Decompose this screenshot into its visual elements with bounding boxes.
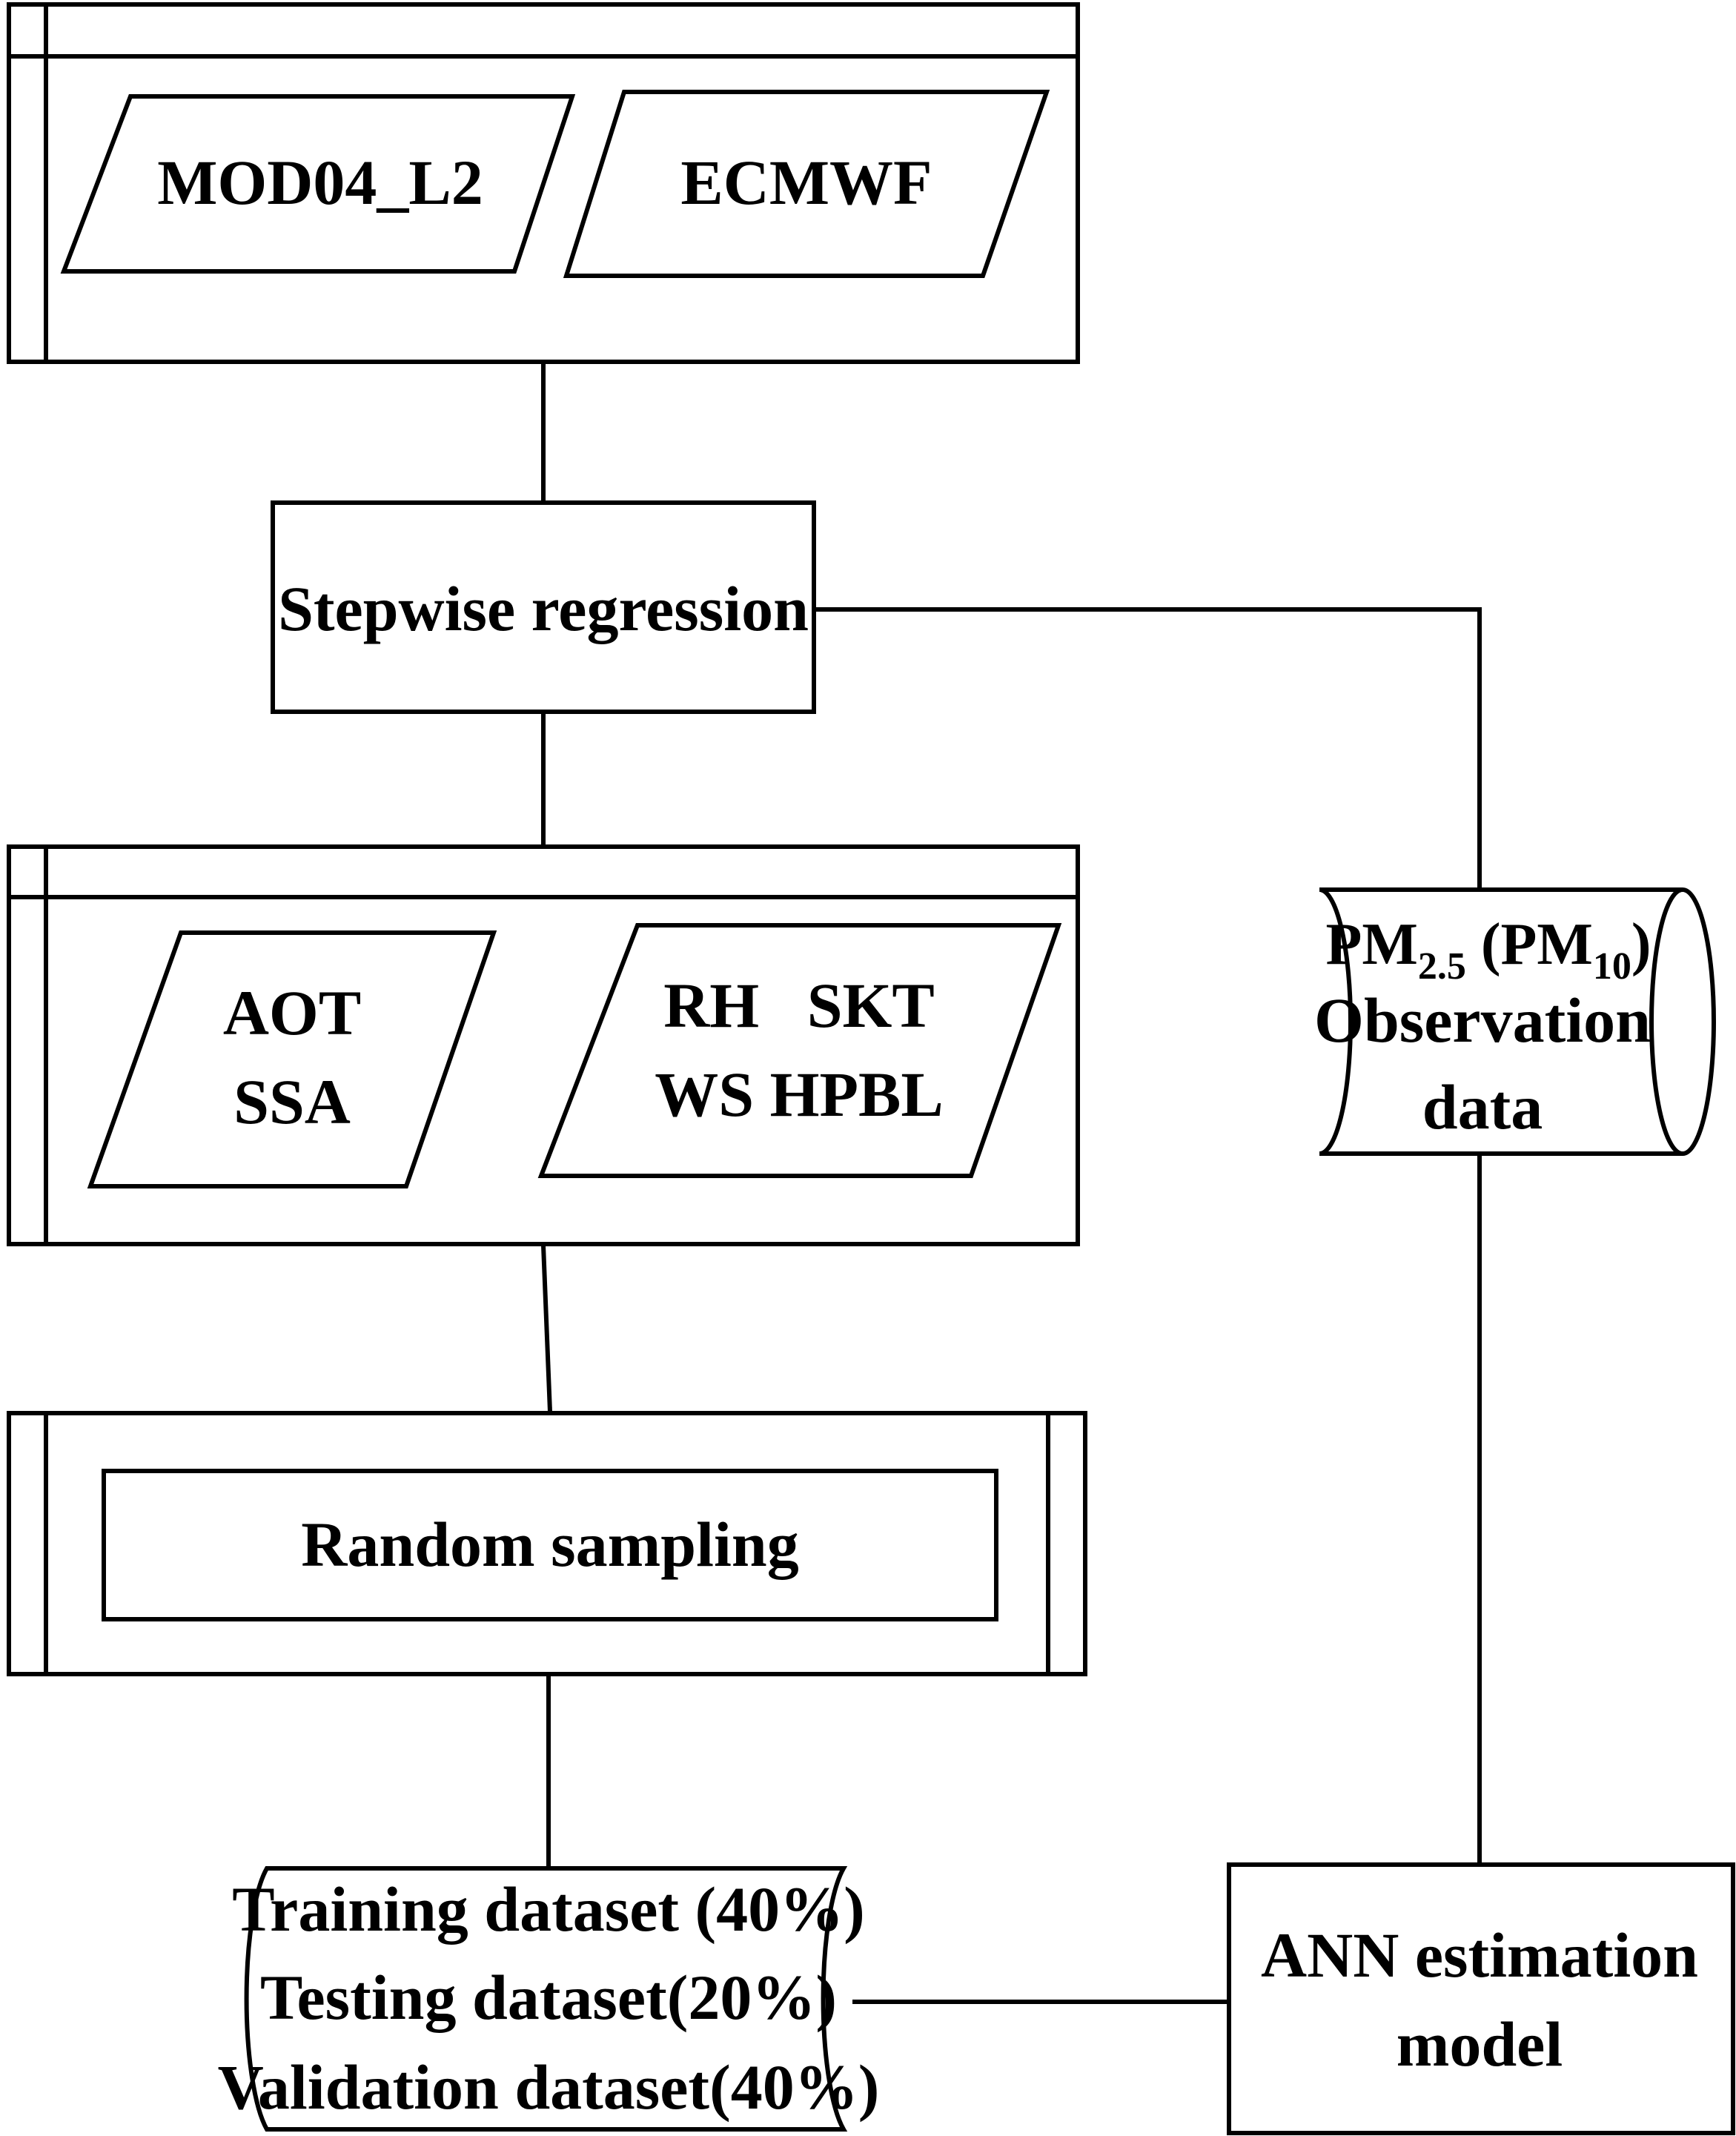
training-dataset-label: Training dataset (40%): [232, 1874, 865, 1945]
ann-model-node[interactable]: ANN estimation model: [1227, 1862, 1735, 2135]
testing-dataset-label: Testing dataset(20%): [260, 1962, 837, 2033]
observation-label: Observation: [1314, 985, 1651, 1056]
ecmwf-label: ECMWF: [680, 147, 932, 218]
selected-variables-group: AOT SSA RH SKT WS HPBL: [7, 844, 1080, 1246]
met-variables-node[interactable]: RH SKT WS HPBL: [537, 923, 1062, 1178]
ann-line2-label: model: [1397, 2008, 1563, 2080]
validation-dataset-label: Validation dataset(40%): [218, 2051, 880, 2123]
input-data-group: MOD04_L2 ECMWF: [7, 2, 1080, 364]
stepwise-label: Stepwise regression: [278, 573, 809, 644]
data-label: data: [1422, 1071, 1543, 1143]
rh-skt-label: RH SKT: [663, 970, 935, 1041]
random-sampling-node[interactable]: Random sampling: [7, 1411, 1087, 1676]
random-sampling-label: Random sampling: [301, 1509, 798, 1580]
ann-line1-label: ANN estimation: [1261, 1920, 1698, 1991]
arrow-pm-to-stepwise: [815, 607, 1482, 888]
stepwise-regression-node[interactable]: Stepwise regression: [271, 500, 816, 714]
mod04-label: MOD04_L2: [157, 147, 483, 218]
ws-hpbl-label: WS HPBL: [655, 1059, 943, 1130]
ecmwf-node[interactable]: ECMWF: [563, 90, 1050, 278]
pm-observation-node[interactable]: PM2.5 (PM10) Observation data: [1314, 887, 1716, 1156]
aot-label: AOT: [223, 977, 361, 1048]
mod04-node[interactable]: MOD04_L2: [60, 94, 576, 274]
datasets-node[interactable]: Training dataset (40%) Testing dataset(2…: [218, 1866, 880, 2132]
ssa-label: SSA: [233, 1066, 351, 1137]
aot-ssa-node[interactable]: AOT SSA: [87, 930, 497, 1188]
arrow-selected-to-random: [541, 1245, 552, 1412]
pm-label: PM2.5 (PM10): [1325, 912, 1651, 988]
